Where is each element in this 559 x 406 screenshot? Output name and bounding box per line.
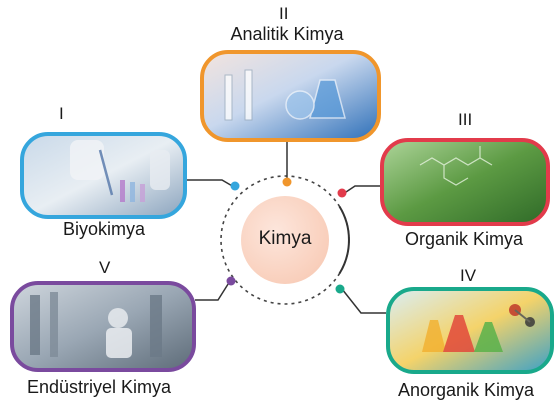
glassware-illustration — [224, 69, 346, 121]
analitik-kimya-label: Analitik Kimya — [230, 24, 344, 44]
connector-organik — [342, 185, 380, 195]
connector-lines — [186, 142, 386, 314]
colored-flasks-molecule-photo — [386, 287, 554, 374]
anorganik-kimya-label: Anorganik Kimya — [397, 380, 535, 400]
connector-biyokimya — [186, 179, 235, 188]
industrial-machinery-illustration — [30, 292, 162, 358]
green-plants-molecule-photo — [380, 138, 550, 226]
anorganik-junction-dot — [335, 284, 345, 294]
center-circle — [241, 196, 329, 284]
organik-kimya-label: Organik Kimya — [404, 229, 524, 249]
organik-junction-dot — [337, 188, 347, 198]
center-kimya-label: Kimya — [258, 228, 312, 249]
analitik-junction-dot — [282, 177, 292, 187]
biyokimya-label: Biyokimya — [62, 219, 146, 239]
connector-anorganik — [341, 288, 386, 314]
colored-flasks-illustration — [422, 304, 535, 352]
endustriyel-kimya-label: Endüstriyel Kimya — [26, 377, 172, 397]
endustriyel-junction-dot — [226, 276, 236, 286]
organik-numeral: III — [458, 110, 473, 129]
biyokimya-numeral: I — [59, 104, 64, 123]
connector-endustriyel — [195, 280, 231, 301]
biyokimya-junction-dot — [230, 181, 240, 191]
analitik-numeral: II — [279, 4, 289, 23]
center-solid-arc — [338, 205, 350, 275]
endustriyel-numeral: V — [99, 258, 111, 277]
molecule-structure-overlay — [419, 146, 493, 186]
pipette-illustration — [70, 140, 170, 202]
anorganik-numeral: IV — [460, 266, 477, 285]
